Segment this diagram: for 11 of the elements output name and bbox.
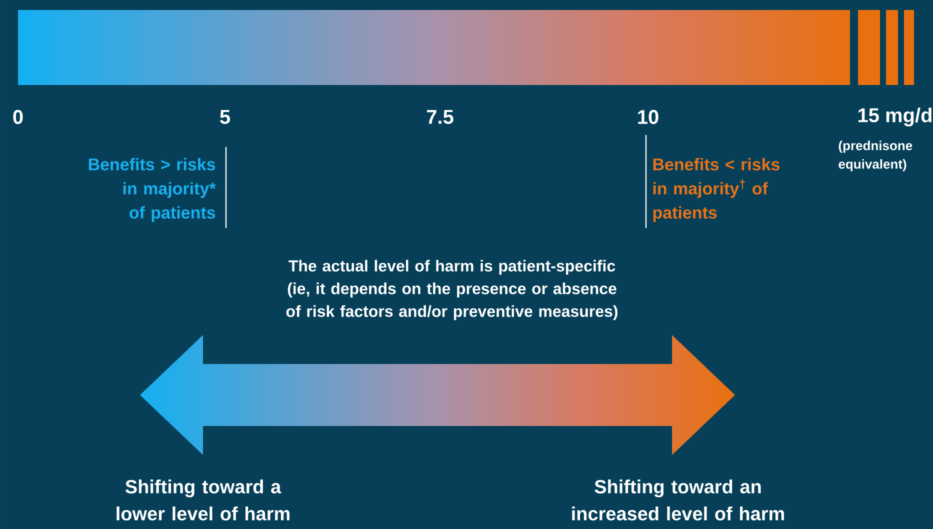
benefit-text: Benefits > risks in majority* of patients bbox=[88, 158, 216, 222]
direction-text: Shifting toward a lower level of harm bbox=[116, 480, 290, 520]
unit-label: 15 mg/d bbox=[858, 108, 932, 126]
tick-label: 10 bbox=[638, 110, 658, 124]
tick-label: 7.5 bbox=[426, 110, 454, 124]
direction-text: Shifting toward an increased level of harm bbox=[572, 480, 784, 520]
explanation-text: The actual level of harm is patient-specific (ie, it depends on the presence or absence of risk factors and/or preventive measures) bbox=[286, 260, 618, 320]
tick-label: 0 bbox=[13, 110, 23, 124]
tick-label: 5 bbox=[220, 110, 230, 124]
note-text: (prednisone equivalent) bbox=[838, 140, 912, 172]
risk-text: Benefits < risks in majority$^{†}$ of patients bbox=[653, 158, 780, 222]
